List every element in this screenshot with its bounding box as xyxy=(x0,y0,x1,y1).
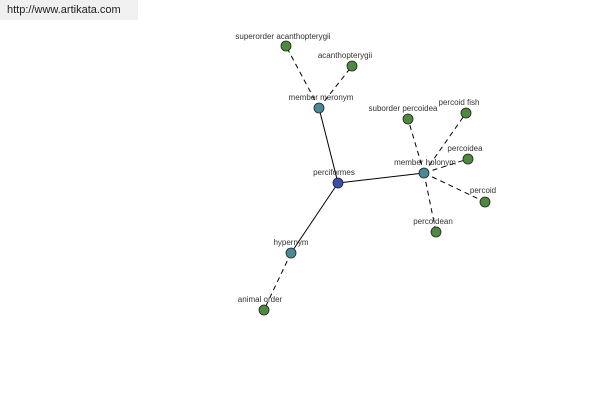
node-label-root: perciformes xyxy=(313,168,355,177)
edge-member-holonym-to-percoid xyxy=(423,172,486,203)
edge-member-holonym-to-percoidean xyxy=(423,172,437,233)
node-suborder-percoidea[interactable] xyxy=(402,113,414,125)
node-label-animal-order: animal order xyxy=(238,295,283,304)
edge-member-holonym-to-percoidea xyxy=(423,158,469,174)
watermark-url: http://www.artikata.com xyxy=(0,0,138,20)
node-acanthopterygii[interactable] xyxy=(346,60,358,72)
edge-root-to-member-meronym xyxy=(318,107,339,184)
node-label-percoidean: percoidean xyxy=(413,217,453,226)
node-member-holonym[interactable] xyxy=(418,167,430,179)
node-label-superorder-acanthopterygii: superorder acanthopterygii xyxy=(235,32,330,41)
node-percoidean[interactable] xyxy=(430,226,442,238)
node-label-percoidea: percoidea xyxy=(447,144,483,153)
edge-root-to-member-holonym xyxy=(337,172,425,184)
edge-member-meronym-to-superorder-acanthopterygii xyxy=(285,45,320,109)
node-percoidea[interactable] xyxy=(462,153,474,165)
node-label-percoid-fish: percoid fish xyxy=(439,98,480,107)
node-hypernym[interactable] xyxy=(285,247,297,259)
node-percoid-fish[interactable] xyxy=(460,107,472,119)
node-animal-order[interactable] xyxy=(258,304,270,316)
node-label-acanthopterygii: acanthopterygii xyxy=(318,51,372,60)
nodes-layer xyxy=(258,40,491,316)
node-label-suborder-percoidea: suborder percoidea xyxy=(369,104,438,113)
edge-hypernym-to-animal-order xyxy=(263,252,292,311)
node-label-hypernym: hypernym xyxy=(273,238,308,247)
labels-layer: perciformes member meronym member holonym h… xyxy=(235,32,496,304)
node-superorder-acanthopterygii[interactable] xyxy=(280,40,292,52)
node-percoid[interactable] xyxy=(479,196,491,208)
edge-member-holonym-to-suborder-percoidea xyxy=(407,118,425,174)
edges-layer xyxy=(263,45,486,311)
edge-member-holonym-to-percoid-fish xyxy=(423,112,467,174)
node-root[interactable] xyxy=(332,177,344,189)
node-label-member-meronym: member meronym xyxy=(289,93,354,102)
node-member-meronym[interactable] xyxy=(313,102,325,114)
node-label-member-holonym: member holonym xyxy=(394,158,456,167)
node-label-percoid: percoid xyxy=(470,186,496,195)
edge-root-to-hypernym xyxy=(290,182,339,254)
